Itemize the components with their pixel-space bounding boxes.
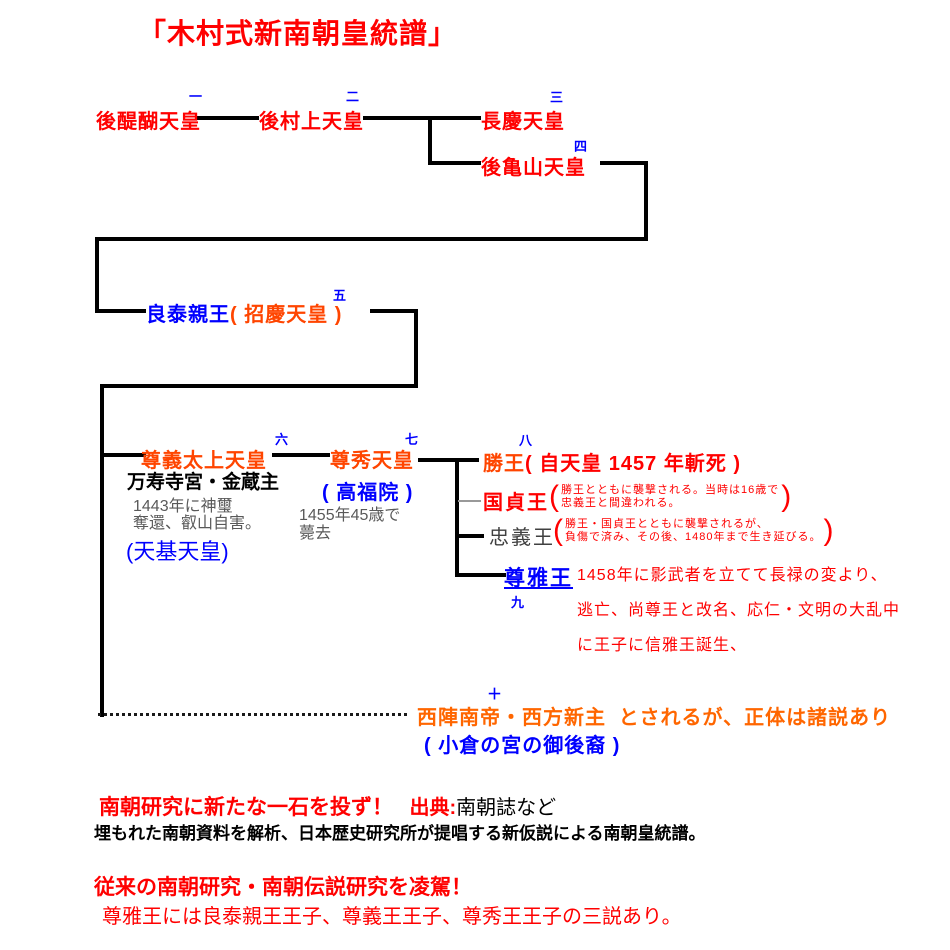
connector-long-horizontal-2 [100, 384, 418, 388]
gen-number-4: 四 [574, 139, 588, 154]
node-kunisada-annotation: ( 勝王とともに襲撃される。当時は16歳で 忠義王と間違われる。 ) [549, 480, 792, 513]
node-songa: 尊雅王 [504, 567, 573, 590]
chugi-paren-close: ) [823, 514, 834, 547]
chugi-paren-open: ( [553, 514, 563, 547]
node-songa-note3: に王子に信雅王誕生、 [577, 637, 748, 654]
node-songi-title: 万寿寺宮・金蔵主 [127, 472, 280, 493]
node-katsuo-name: 勝王 [483, 453, 525, 475]
node-songa-note2: 逃亡、尚尊王と改名、応仁・文明の大乱中 [577, 602, 901, 619]
connector-to-kunisada [458, 500, 481, 502]
node-songi-note1: 1443年に神璽 [133, 498, 233, 515]
node-kunisada: 国貞王 [483, 492, 549, 514]
footer-line1-label: 出典: [409, 797, 457, 819]
connector-to-songi [100, 453, 146, 457]
node-katsuo-note: ( 自天皇 1457 年斬死 ) [525, 453, 742, 475]
footer-line1-main: 南朝研究に新たな一石を投ず！ [99, 796, 393, 819]
connector-sonshu-katsuo [418, 458, 479, 462]
node-chokei: 長慶天皇 [481, 111, 565, 133]
gen-number-5: 五 [333, 288, 347, 303]
node-ryotai: 良泰親王( 招慶天皇 ) [146, 298, 342, 327]
node-gomurakami: 後村上天皇 [259, 111, 364, 133]
connector-gomurakami-chokei [363, 116, 481, 120]
node-songi-alias: (天基天皇) [126, 539, 229, 564]
connector-right-drop [644, 161, 648, 241]
node-katsuo: 勝王( 自天皇 1457 年斬死 ) [483, 447, 741, 476]
node-songa-note1: 1458年に影武者を立てて長禄の変より、 [577, 567, 888, 584]
footer-line1: 南朝研究に新たな一石を投ず！ 出典:南朝誌など [99, 791, 556, 821]
gen-number-1: 一 [189, 89, 203, 104]
node-sonshu-note2: 薨去 [299, 525, 332, 542]
node-nishijin: 西陣南帝・西方新主 とされるが、正体は諸説あり [417, 701, 891, 730]
chugi-note1: 勝王・国貞王とともに襲撃されるが、 [565, 518, 769, 530]
connector-gokameyama-right [600, 161, 648, 165]
chugi-note2: 負傷で済み、その後、1480年まで生き延びる。 [565, 531, 822, 543]
connector-to-songa [458, 573, 506, 577]
connector-long-horizontal-1 [95, 237, 648, 241]
connector-dotted-nishijin [98, 713, 408, 716]
node-chugi-annotation: ( 勝王・国貞王とともに襲撃されるが、 負傷で済み、その後、1480年まで生き延… [553, 514, 834, 547]
gen-number-8: 八 [519, 433, 533, 448]
node-ryotai-alias: ( 招慶天皇 ) [230, 304, 343, 326]
node-godaigo: 後醍醐天皇 [96, 111, 201, 133]
kunisada-paren-open: ( [549, 480, 559, 513]
node-nishijin-suffix: とされるが、正体は諸説あり [618, 707, 892, 729]
connector-ryotai-right [370, 309, 418, 313]
connector-children-vertical [455, 458, 459, 577]
gen-number-6: 六 [275, 432, 289, 447]
gen-number-9: 九 [511, 595, 525, 610]
node-nishijin-alias: ( 小倉の宮の御後裔 ) [424, 735, 621, 757]
footer-line4: 尊雅王には良泰親王王子、尊義王王子、尊秀王王子の三説あり。 [102, 906, 682, 928]
connector-songi-sonshu [272, 453, 330, 457]
node-chugi: 忠義王 [489, 527, 555, 549]
footer-line1-value: 南朝誌など [456, 797, 557, 819]
gen-number-3: 三 [550, 90, 564, 105]
node-nishijin-name: 西陣南帝・西方新主 [417, 707, 606, 729]
gen-number-plus: ＋ [487, 686, 503, 703]
connector-branch-vertical [428, 116, 432, 165]
gen-number-7: 七 [405, 432, 419, 447]
node-songi: 尊義太上天皇 [141, 450, 267, 472]
footer-line3: 従来の南朝研究・南朝伝説研究を凌駕！ [94, 876, 472, 899]
node-sonshu-note1: 1455年45歳で [299, 507, 401, 524]
connector-godaigo-gomurakami [195, 116, 259, 120]
node-songi-note2: 奪還、叡山自害。 [133, 515, 262, 532]
connector-to-ryotai [95, 309, 146, 313]
footer-line2: 埋もれた南朝資料を解析、日本歴史研究所が提唱する新仮説による南朝皇統譜。 [94, 824, 706, 843]
connector-right-drop-2 [414, 309, 418, 388]
node-gokameyama: 後亀山天皇 [481, 157, 586, 179]
kunisada-paren-close: ) [781, 480, 792, 513]
node-sonshu: 尊秀天皇 [330, 450, 414, 472]
connector-left-drop-1 [95, 237, 99, 313]
gen-number-2: 二 [346, 89, 360, 104]
node-ryotai-name: 良泰親王 [146, 304, 230, 326]
page-title: 「木村式新南朝皇統譜」 [138, 18, 458, 49]
node-sonshu-alias: ( 高福院 ) [322, 482, 414, 504]
connector-to-gokameyama [428, 161, 481, 165]
kunisada-note1: 勝王とともに襲撃される。当時は16歳で [561, 484, 780, 496]
kunisada-note2: 忠義王と間違われる。 [561, 497, 681, 509]
connector-to-chugi [458, 534, 484, 538]
connector-left-drop-2 [100, 384, 104, 717]
